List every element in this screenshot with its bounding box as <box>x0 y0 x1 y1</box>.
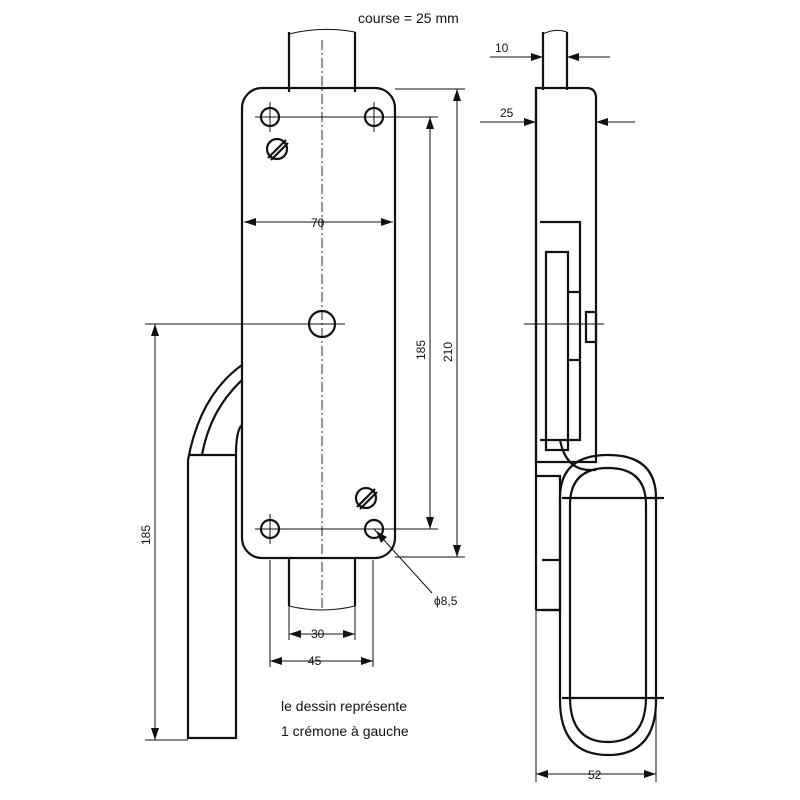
screw-top <box>265 137 289 161</box>
dim-height-185-inner: 185 <box>385 116 438 530</box>
svg-text:185: 185 <box>139 525 153 545</box>
caption-line-2: 1 crémone à gauche <box>281 723 409 739</box>
dim-height-210: 210 <box>395 88 465 558</box>
svg-text:185: 185 <box>414 340 428 360</box>
side-handle-outer <box>558 453 658 757</box>
caption-line-1: le dessin représente <box>281 698 407 714</box>
dim-spindle-30: 30 <box>288 606 356 641</box>
side-view <box>524 29 664 757</box>
dim-handle-185: 185 <box>139 324 188 741</box>
stroke-label: course = 25 mm <box>358 10 459 26</box>
lock-body-plate <box>240 86 397 560</box>
svg-text:52: 52 <box>588 768 602 782</box>
dim-side-52: 52 <box>535 610 657 782</box>
front-view <box>145 28 397 740</box>
side-handle-inner <box>568 466 648 744</box>
top-rod <box>287 32 357 92</box>
svg-text:30: 30 <box>311 627 325 641</box>
dim-hole-diameter: ϕ8,5 <box>373 528 458 608</box>
side-top-rod <box>541 32 569 90</box>
bottom-rod <box>287 558 357 606</box>
handle-lever <box>186 364 243 740</box>
svg-text:70: 70 <box>311 216 325 230</box>
top-rod-break <box>288 28 356 35</box>
dim-width-70: 70 <box>244 216 393 230</box>
dim-side-10: 10 <box>490 40 610 64</box>
side-mechanism <box>544 250 570 452</box>
screw-bottom <box>354 486 378 510</box>
svg-text:ϕ8,5: ϕ8,5 <box>434 594 458 608</box>
dim-spindle-45: 45 <box>269 560 374 668</box>
svg-text:10: 10 <box>495 41 509 55</box>
svg-text:25: 25 <box>500 106 514 120</box>
bottom-rod-break <box>288 605 356 611</box>
svg-text:210: 210 <box>441 342 455 362</box>
svg-text:45: 45 <box>308 654 322 668</box>
dim-side-25: 25 <box>480 106 635 126</box>
